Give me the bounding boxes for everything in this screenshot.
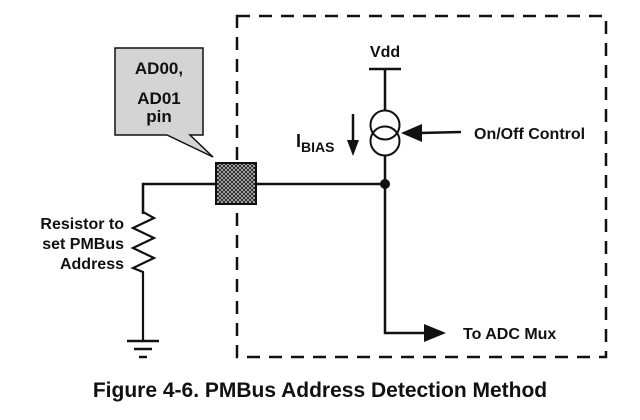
callout-line1: AD00,: [135, 59, 183, 78]
adc-arrow-icon: [424, 324, 446, 342]
address-pin[interactable]: [215, 162, 257, 205]
ibias-arrow-icon: [347, 114, 359, 156]
onoff-control-label: On/Off Control: [474, 126, 585, 143]
figure-caption: Figure 4-6. PMBus Address Detection Meth…: [93, 379, 547, 402]
current-source-icon: [369, 109, 401, 157]
ibias-subscript: BIAS: [301, 139, 334, 155]
ground-icon: [127, 339, 159, 359]
pin-callout: AD00, AD01 pin: [114, 47, 214, 158]
resistor-label-line2: set PMBus: [42, 236, 124, 253]
resistor-label-line1: Resistor to: [40, 216, 124, 233]
resistor-label-line3: Address: [60, 256, 124, 273]
resistor: [130, 210, 157, 340]
callout-bubble: [114, 47, 214, 158]
callout-line2: AD01: [137, 89, 180, 108]
adc-mux-label: To ADC Mux: [463, 326, 556, 343]
adc-wire: [383, 184, 428, 335]
ibias-main: I: [296, 131, 301, 151]
vdd-label: Vdd: [370, 44, 400, 61]
ic-boundary: [235, 14, 608, 359]
onoff-arrow-icon: [401, 124, 462, 142]
address-wire: [141, 182, 385, 214]
ibias-label: IBIAS: [296, 131, 334, 155]
callout-line3: pin: [146, 107, 172, 126]
